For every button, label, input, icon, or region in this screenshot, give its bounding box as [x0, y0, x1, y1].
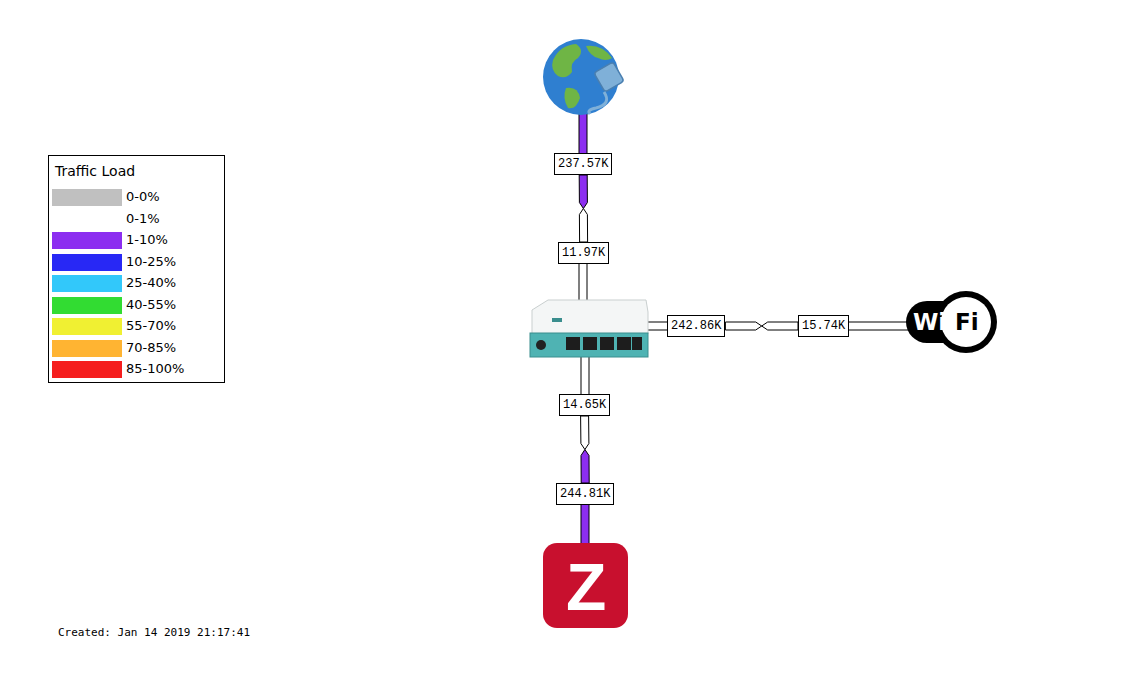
- legend-text: 25-40%: [126, 275, 176, 290]
- link-connector: [725, 322, 798, 330]
- legend-text: 40-55%: [126, 297, 176, 312]
- legend-text: 85-100%: [126, 361, 184, 376]
- globe-icon: [543, 39, 624, 115]
- legend-swatch: [52, 318, 122, 335]
- legend-text: 10-25%: [126, 254, 176, 269]
- bandwidth-value: 11.97K: [562, 246, 605, 260]
- legend-swatch: [52, 211, 122, 228]
- legend-text: 55-70%: [126, 318, 176, 333]
- legend-swatch: [52, 297, 122, 314]
- legend-title: Traffic Load: [55, 163, 135, 179]
- legend-swatch: [52, 254, 122, 271]
- z-icon: [543, 543, 628, 628]
- bandwidth-value: 15.74K: [802, 319, 845, 333]
- z-logo-letter: Z: [566, 549, 606, 625]
- link-connector: [581, 416, 590, 483]
- legend-swatch: [52, 275, 122, 292]
- legend-swatch: [52, 340, 122, 357]
- bandwidth-value: 244.81K: [560, 487, 610, 501]
- wifi-logo: [906, 291, 997, 353]
- legend-text: 0-0%: [126, 189, 160, 204]
- legend-swatch: [52, 232, 122, 249]
- router-icon: [530, 300, 648, 357]
- legend-text: 1-10%: [126, 232, 168, 247]
- bandwidth-label: 11.97K: [558, 242, 609, 264]
- bandwidth-label: 15.74K: [798, 315, 849, 337]
- legend-swatch: [52, 361, 122, 378]
- bandwidth-label: 244.81K: [556, 483, 614, 505]
- wifi-logo-text: Wi: [913, 309, 946, 335]
- bandwidth-value: 237.57K: [558, 157, 608, 171]
- bandwidth-label: 14.65K: [559, 394, 610, 416]
- bandwidth-value: 14.65K: [563, 398, 606, 412]
- legend-swatch: [52, 189, 122, 206]
- legend-text: 0-1%: [126, 211, 160, 226]
- legend-text: 70-85%: [126, 340, 176, 355]
- link-connector: [579, 175, 587, 242]
- bandwidth-label: 237.57K: [554, 153, 612, 175]
- bandwidth-value: 242.86K: [671, 319, 721, 333]
- bandwidth-label: 242.86K: [667, 315, 725, 337]
- timestamp: Created: Jan 14 2019 21:17:41: [58, 626, 250, 639]
- wifi-logo-text: Fi: [955, 309, 979, 335]
